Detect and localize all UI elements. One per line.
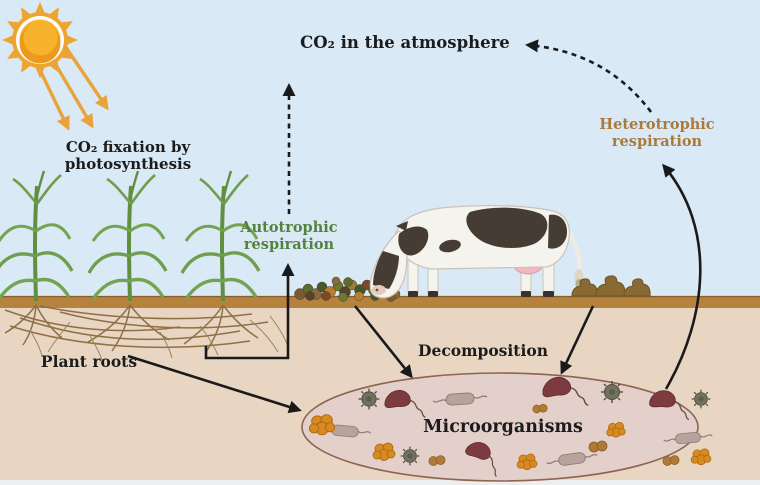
- sun-icon: [2, 2, 109, 131]
- sky-background: [0, 0, 760, 296]
- ground-strip: [0, 296, 760, 308]
- arrow-litter-to-microorganisms: [353, 305, 413, 379]
- microbes-icon: [301, 369, 714, 482]
- microorganisms-label: Microorganisms: [423, 417, 583, 437]
- manure-icon: [571, 275, 651, 297]
- plant-roots-icon: [4, 304, 289, 361]
- arrow-microorganisms-to-heterotrophic: [662, 163, 702, 390]
- sun-ray-arrows: [36, 45, 109, 131]
- atmosphere-label: CO₂ in the atmosphere: [300, 33, 510, 52]
- cow-icon: [369, 205, 584, 299]
- arrow-roots-to-autotrophic: [204, 263, 295, 360]
- arrow-manure-to-microorganisms: [560, 305, 595, 375]
- arrow-heterotrophic-to-atmosphere: [525, 39, 653, 113]
- flow-arrows: [127, 39, 702, 414]
- arrow-roots-to-microorganisms: [127, 354, 302, 414]
- heterotrophic-respiration-label: Heterotrophic respiration: [599, 116, 715, 150]
- plant-roots-label: Plant roots: [40, 352, 138, 371]
- decomposition-label: Decomposition: [418, 341, 548, 360]
- bottom-band: [0, 480, 760, 485]
- fixation-label: CO₂ fixation by photosynthesis: [64, 138, 192, 174]
- autotrophic-respiration-label: Autotrophic respiration: [240, 219, 338, 253]
